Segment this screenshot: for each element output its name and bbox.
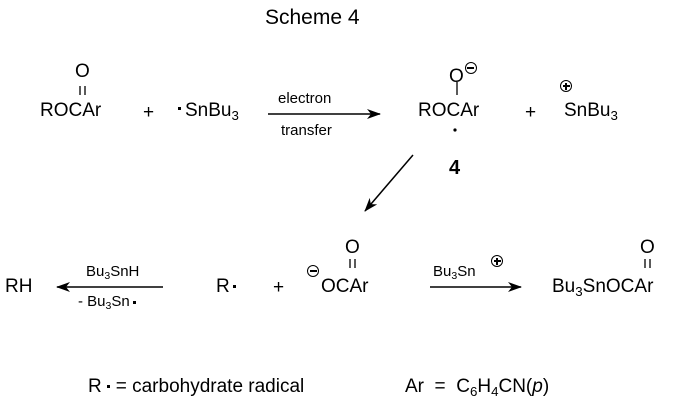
double-bond-1 <box>79 86 86 95</box>
formula-text: Bu <box>86 263 105 280</box>
double-bond-3 <box>644 259 651 268</box>
subscript: 3 <box>231 107 239 123</box>
subscript: 3 <box>610 107 618 123</box>
formula-text: SnBu <box>564 100 611 121</box>
formula-text: R <box>88 376 102 397</box>
formula-text: CN( <box>498 376 533 397</box>
radical-dot <box>453 128 457 132</box>
formula-text: Sn <box>111 293 130 310</box>
oxygen-label: O <box>449 66 464 87</box>
formula-text: Bu <box>433 263 452 280</box>
double-bond-2 <box>349 259 356 268</box>
formula-text: Ar = C <box>405 376 470 397</box>
arrow-label-bottom: transfer <box>281 122 332 139</box>
radical-anion-formula: ROCAr <box>418 100 480 121</box>
reagent-label: Bu3SnH <box>86 263 140 283</box>
plus-charge-icon <box>491 255 503 267</box>
subscript: 3 <box>104 270 111 283</box>
product-rh: RH <box>5 276 33 297</box>
scheme-title: Scheme 4 <box>265 6 360 29</box>
carboxylate-oxygen: O <box>345 237 360 258</box>
subscript: 3 <box>105 300 112 313</box>
formula-text: SnBu <box>185 100 232 121</box>
formula-text: SnH <box>110 263 140 280</box>
arrow-label-top: electron <box>278 90 332 107</box>
tin-ester-oxygen: O <box>640 237 655 258</box>
carboxylate-formula: OCAr <box>321 276 369 297</box>
radical-dot <box>132 300 136 304</box>
subscript: 6 <box>469 383 478 399</box>
minus-charge-icon <box>464 62 477 74</box>
plus-sign: + <box>525 102 537 123</box>
subscript: 3 <box>451 270 458 283</box>
fragmentation-arrow <box>364 154 414 212</box>
reagent-label: Bu3Sn <box>433 263 476 283</box>
plus-charge-icon <box>560 80 572 92</box>
radical-dot <box>178 107 181 110</box>
r-definition: R = carbohydrate radical <box>88 377 304 396</box>
definition-text: = carbohydrate radical <box>115 376 305 397</box>
tin-ester-formula: Bu3SnOCAr <box>552 276 654 299</box>
formula-text: ) <box>542 376 550 397</box>
anion-oxygen: O <box>449 62 477 86</box>
ester-carbonyl-oxygen: O <box>75 61 90 82</box>
formula-text: Bu <box>552 276 576 297</box>
formula-text: R <box>216 276 230 297</box>
ester-formula: ROCAr <box>40 100 102 121</box>
byproduct-label: - Bu3Sn <box>78 293 139 313</box>
carbohydrate-radical: R <box>216 277 239 296</box>
compound-number: 4 <box>449 157 461 179</box>
ar-definition: Ar = C6H4CN(p) <box>405 376 550 399</box>
formula-text: Sn <box>457 263 476 280</box>
radical-dot <box>232 285 236 289</box>
radical-dot <box>106 385 110 389</box>
tributyltin-cation: SnBu3 <box>564 100 618 123</box>
para-label: p <box>532 376 543 397</box>
tributyltin-radical: SnBu3 <box>178 100 239 123</box>
formula-text: - Bu <box>78 293 106 310</box>
formula-text: SnOCAr <box>582 276 654 297</box>
plus-sign: + <box>273 277 285 298</box>
subscript: 3 <box>575 283 583 299</box>
subscript: 4 <box>491 383 499 399</box>
minus-charge-icon <box>307 265 319 277</box>
plus-sign: + <box>143 102 155 123</box>
formula-text: H <box>477 376 492 397</box>
